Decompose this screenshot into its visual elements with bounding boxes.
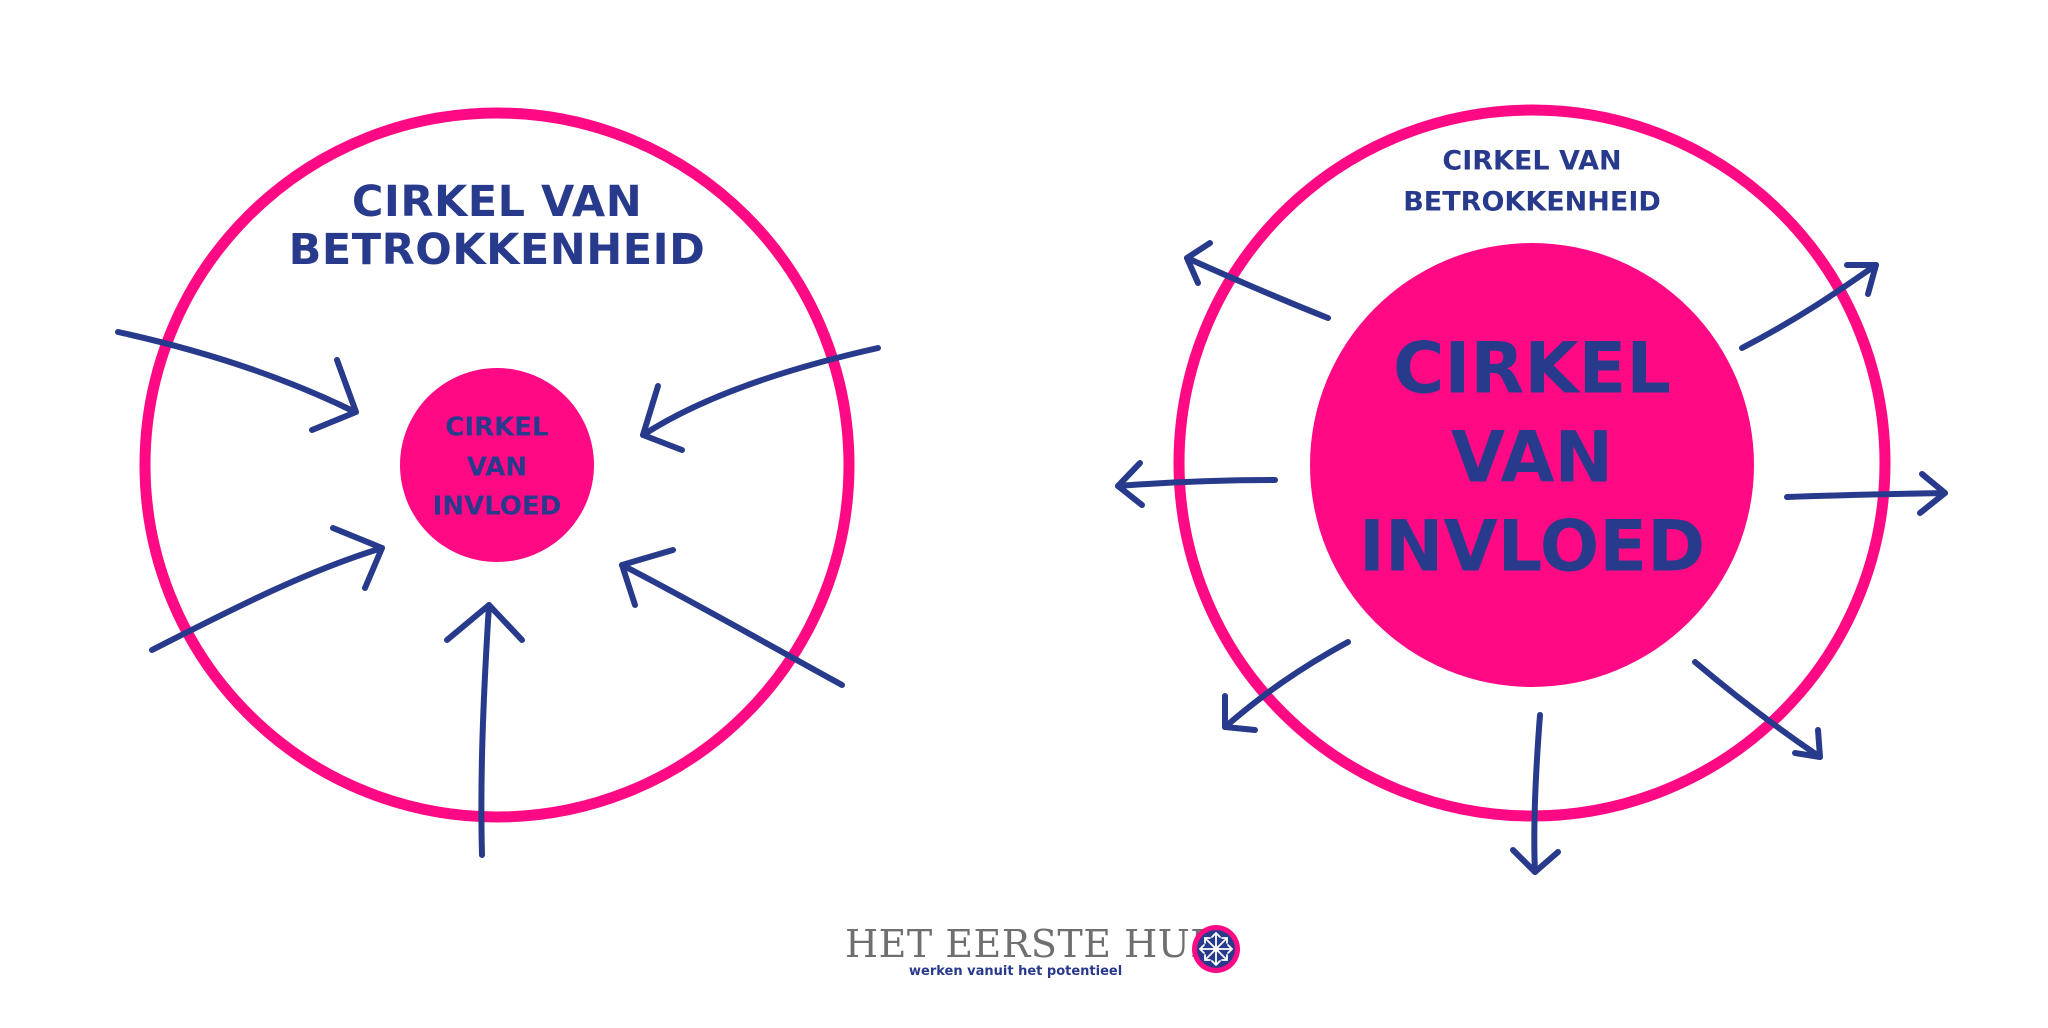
right-inner-label-line-2: VAN bbox=[1450, 416, 1614, 499]
left-inner-label-line-2: VAN bbox=[466, 452, 528, 483]
left-inner-label: CIRKEL VAN INVLOED bbox=[433, 409, 562, 528]
left-outer-label-line-1: CIRKEL VAN bbox=[351, 176, 643, 227]
arrow-out-upper-left bbox=[1184, 240, 1331, 321]
left-outer-circle bbox=[139, 107, 855, 823]
arrow-in-upper-left bbox=[115, 329, 359, 433]
right-diagram bbox=[1115, 104, 1948, 875]
right-outer-label-line-1: CIRKEL VAN bbox=[1442, 145, 1622, 177]
left-diagram bbox=[115, 107, 881, 858]
compass-arrows-icon bbox=[1192, 925, 1240, 973]
arrow-out-upper-right bbox=[1739, 262, 1879, 351]
right-inner-label: CIRKEL VAN INVLOED bbox=[1359, 325, 1705, 592]
arrow-in-bottom bbox=[444, 602, 525, 858]
arrow-out-lower-right bbox=[1692, 659, 1823, 760]
brand-tagline: werken vanuit het potentieel bbox=[909, 964, 1123, 979]
arrow-out-lower-left bbox=[1222, 639, 1351, 733]
right-arrows bbox=[1115, 240, 1948, 875]
brand-footer: HET EERSTE HUIS werken vanuit het potent… bbox=[845, 920, 1245, 980]
left-inner-label-line-3: INVLOED bbox=[432, 491, 562, 522]
right-outer-label: CIRKEL VAN BETROKKENHEID bbox=[1403, 142, 1661, 223]
left-outer-label-line-2: BETROKKENHEID bbox=[288, 225, 706, 275]
right-outer-label-line-2: BETROKKENHEID bbox=[1403, 186, 1661, 217]
left-outer-label: CIRKEL VAN BETROKKENHEID bbox=[289, 178, 706, 274]
right-inner-label-line-1: CIRKEL bbox=[1393, 327, 1671, 410]
arrow-in-lower-left bbox=[149, 525, 385, 653]
arrow-in-lower-right bbox=[619, 547, 845, 688]
arrow-out-bottom bbox=[1510, 712, 1561, 875]
arrow-in-upper-right bbox=[640, 345, 881, 453]
right-inner-circle bbox=[1310, 243, 1754, 687]
left-inner-circle bbox=[400, 368, 594, 562]
brand-name: HET EERSTE HUIS bbox=[845, 922, 1233, 966]
arrow-out-right bbox=[1784, 471, 1948, 516]
left-inner-label-line-1: CIRKEL bbox=[445, 412, 549, 443]
arrow-out-left bbox=[1115, 460, 1278, 508]
right-inner-label-line-3: INVLOED bbox=[1358, 505, 1706, 588]
left-arrows bbox=[115, 329, 881, 858]
